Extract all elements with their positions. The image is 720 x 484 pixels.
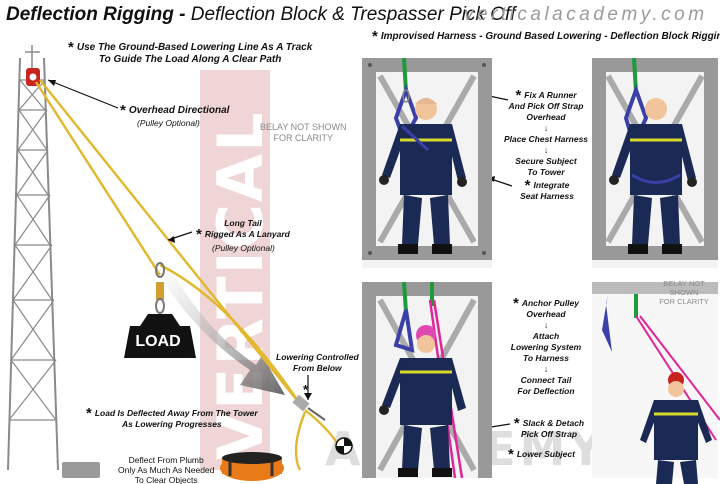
step-connect-2: For Deflection <box>517 386 574 396</box>
panel-integrate-seat-harness <box>592 58 718 268</box>
overhead-label: Overhead Directional <box>129 105 230 116</box>
belay-2-line2: FOR CLARITY <box>659 297 709 306</box>
panel-anchor-pulley <box>362 282 492 478</box>
step-attach-2: Lowering System <box>511 342 581 352</box>
step-slack-2: Pick Off Strap <box>521 429 577 439</box>
step-lower-subject-text: Lower Subject <box>517 449 575 459</box>
long-tail-line2: Rigged As A Lanyard <box>205 229 290 239</box>
lowering-controlled-line2: From Below <box>293 363 342 373</box>
star-icon: * <box>86 405 92 422</box>
tower-footing <box>62 462 100 478</box>
load-deflected-line1: Load Is Deflected Away From The Tower <box>95 408 258 418</box>
step-arrow-1: ↓ <box>544 123 548 133</box>
note-load-deflected: *Load Is Deflected Away From The Tower A… <box>86 408 258 430</box>
step-attach-3: To Harness <box>523 353 569 363</box>
star-icon: * <box>120 102 126 119</box>
long-tail-line1: Long Tail <box>224 218 261 228</box>
step-attach-1: Attach <box>533 331 559 341</box>
panel-lower-subject <box>592 282 720 484</box>
belay-2-line1: BELAY NOT SHOWN <box>663 279 704 297</box>
overhead-sub: (Pulley Optional) <box>137 118 200 128</box>
step-secure-2: To Tower <box>527 167 564 177</box>
deflect-plumb-line2: Only As Much As Needed <box>118 465 214 475</box>
step-secure-1: Secure Subject <box>515 156 576 166</box>
steps-bottom: *Anchor Pulley Overhead ↓ Attach Lowerin… <box>496 298 596 397</box>
long-tail-sub: (Pulley Optional) <box>212 243 275 253</box>
right-header: *Improvised Harness - Ground Based Lower… <box>372 28 720 45</box>
brand-watermark: verticalacademy.com <box>464 4 708 26</box>
title-main: Deflection Rigging - <box>6 4 185 25</box>
lowering-controlled-line1: Lowering Controlled <box>276 352 359 362</box>
step-anchor-2: Overhead <box>526 309 565 319</box>
step-chest-harness: Place Chest Harness <box>504 134 588 144</box>
step-arrow-4: ↓ <box>544 364 548 374</box>
steps-top: *Fix A Runner And Pick Off Strap Overhea… <box>500 90 592 178</box>
note-track: *Use The Ground-Based Lowering Line As A… <box>68 42 312 66</box>
note-lowering-controlled: Lowering Controlled From Below <box>276 352 359 374</box>
star-icon: * <box>514 415 520 432</box>
step-fix-runner-3: Overhead <box>526 112 565 122</box>
right-header-text: Improvised Harness - Ground Based Loweri… <box>381 31 720 42</box>
deflect-plumb-line3: To Clear Objects <box>135 475 198 484</box>
step-slack-1: Slack & Detach <box>523 418 584 428</box>
step-fix-runner-2: And Pick Off Strap <box>509 101 584 111</box>
step-integrate-2: Seat Harness <box>520 191 574 201</box>
load-label: LOAD <box>132 333 184 351</box>
note-long-tail: Long Tail *Rigged As A Lanyard <box>196 218 290 240</box>
lowering-star: * <box>303 382 308 397</box>
belay-1-line2: FOR CLARITY <box>274 133 334 143</box>
panel-fix-runner <box>362 58 492 268</box>
star-icon: * <box>372 28 378 45</box>
belay-1-line1: BELAY NOT SHOWN <box>260 122 347 132</box>
step-connect-1: Connect Tail <box>521 375 572 385</box>
deflect-plumb-line1: Deflect From Plumb <box>129 455 204 465</box>
note-track-line2: To Guide The Load Along A Clear Path <box>99 54 281 65</box>
belay-note-2: BELAY NOT SHOWN FOR CLARITY <box>648 279 720 306</box>
step-arrow-2: ↓ <box>544 145 548 155</box>
step-integrate: *Integrate Seat Harness <box>512 180 582 202</box>
note-overhead-directional: *Overhead Directional <box>120 102 229 119</box>
star-icon: * <box>513 295 519 312</box>
step-fix-runner-1: Fix A Runner <box>524 90 576 100</box>
plumb-marker <box>336 438 352 454</box>
note-deflect-plumb: Deflect From Plumb Only As Much As Neede… <box>118 455 214 484</box>
belay-note-1: BELAY NOT SHOWN FOR CLARITY <box>260 122 347 144</box>
step-anchor-1: Anchor Pulley <box>522 298 579 308</box>
page-title: Deflection Rigging - Deflection Block & … <box>6 4 516 26</box>
tower <box>8 45 58 470</box>
step-integrate-1: Integrate <box>533 180 569 190</box>
star-icon: * <box>196 226 202 243</box>
step-slack: *Slack & Detach Pick Off Strap <box>506 418 592 440</box>
star-icon: * <box>508 446 514 463</box>
rope-bag <box>220 452 284 481</box>
step-lower-subject: *Lower Subject <box>508 446 575 463</box>
star-icon: * <box>68 39 74 56</box>
note-track-line1: Use The Ground-Based Lowering Line As A … <box>77 42 312 53</box>
step-arrow-3: ↓ <box>544 320 548 330</box>
load-deflected-line2: As Lowering Progresses <box>122 419 222 429</box>
